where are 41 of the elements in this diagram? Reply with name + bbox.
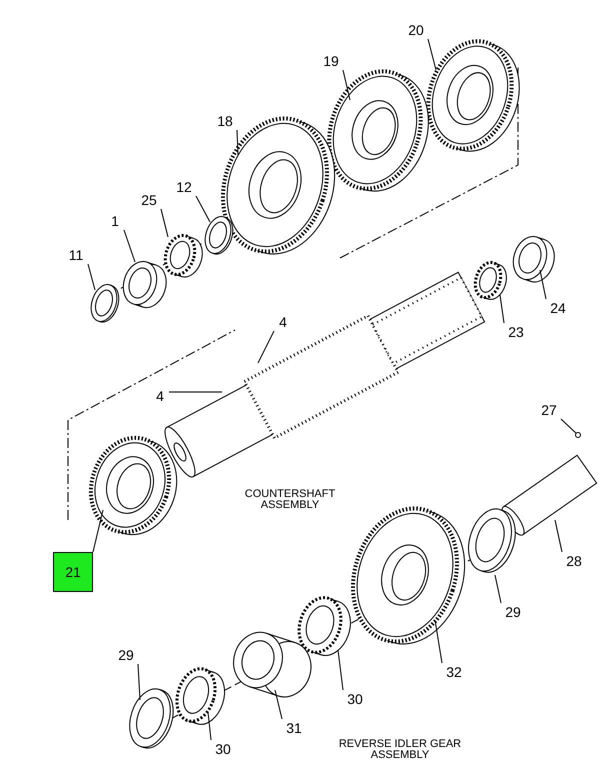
- callout-number: 1: [106, 212, 124, 230]
- callout-number: 19: [319, 52, 343, 70]
- leader-line: [196, 196, 210, 222]
- callout-number: 32: [442, 663, 466, 681]
- leader-line: [342, 70, 350, 100]
- callout-number: 4: [151, 387, 169, 405]
- callout-number: 23: [504, 323, 528, 341]
- callout-number: 11: [64, 246, 88, 264]
- callout-number: 31: [282, 719, 306, 737]
- leader-line: [338, 650, 344, 690]
- callout-number: 30: [211, 740, 235, 758]
- highlighted-callout-number: 21: [53, 552, 93, 592]
- callout-number: 12: [172, 178, 196, 196]
- leader-line: [88, 264, 96, 290]
- leader-line: [208, 712, 212, 740]
- leader-line: [258, 330, 274, 364]
- callout-number: 27: [537, 401, 561, 419]
- leader-line: [138, 664, 140, 700]
- callout-number: 18: [213, 112, 237, 130]
- callout-number: 25: [137, 191, 161, 209]
- leader-line: [554, 520, 562, 552]
- leader-line: [434, 620, 442, 664]
- callout-number: 24: [546, 299, 570, 317]
- leader-line: [494, 574, 502, 604]
- assembly-label: REVERSE IDLER GEAR ASSEMBLY: [338, 739, 462, 761]
- callout-number: 29: [501, 603, 525, 621]
- callout-number: 28: [562, 552, 586, 570]
- leader-line: [92, 510, 104, 552]
- leader-line: [540, 270, 546, 300]
- leader-line: [274, 690, 282, 720]
- callout-number: 30: [343, 690, 367, 708]
- leader-line: [236, 130, 238, 156]
- callout-number: 20: [404, 21, 428, 39]
- leader-line: [428, 38, 436, 70]
- leader-line: [500, 294, 504, 324]
- leader-line: [160, 208, 168, 238]
- assembly-label: COUNTERSHAFT ASSEMBLY: [244, 489, 336, 511]
- callout-number: 29: [114, 646, 138, 664]
- callout-number: 4: [274, 313, 292, 331]
- leader-line: [560, 418, 581, 438]
- leader-line: [124, 230, 136, 262]
